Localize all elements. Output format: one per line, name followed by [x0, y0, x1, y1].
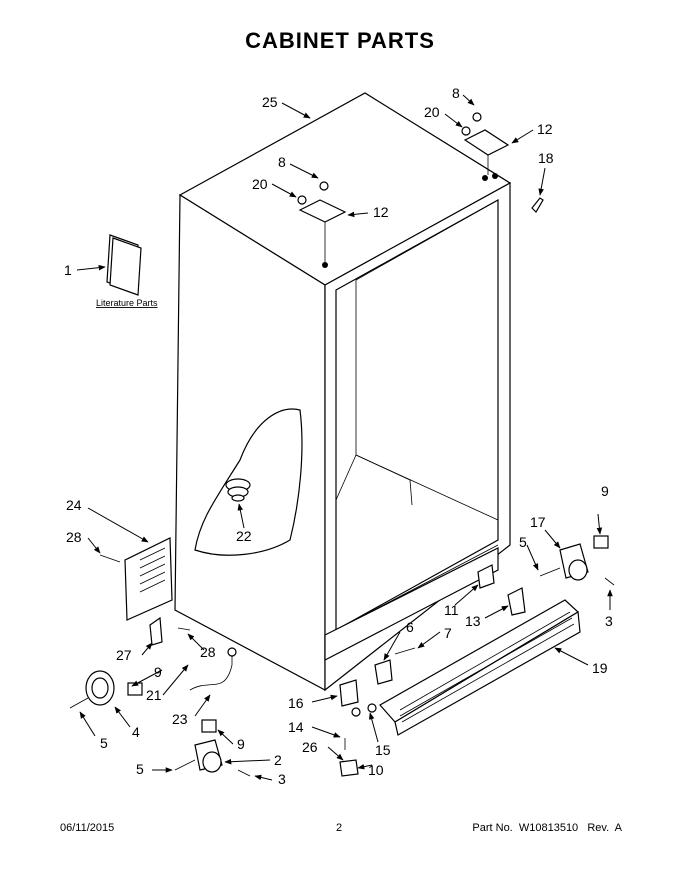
- callout-2: 2: [274, 752, 282, 768]
- screw-5: [69, 697, 89, 709]
- footer-part-number: Part No. W10813510 Rev. A: [472, 822, 622, 834]
- callout-18: 18: [538, 150, 554, 166]
- callout-11: 11: [444, 602, 459, 618]
- callout-5-right: 5: [519, 534, 527, 550]
- top-hinge-bracket: [297, 112, 510, 268]
- callout-13: 13: [465, 613, 481, 629]
- callout-16: 16: [288, 695, 304, 711]
- callout-26: 26: [302, 739, 318, 755]
- screw-7: [394, 647, 416, 655]
- screw-28b: [177, 627, 191, 631]
- callout-28-top: 28: [66, 529, 82, 545]
- left-bracket: [124, 537, 173, 621]
- callout-27: 27: [116, 647, 132, 663]
- callout-20-top: 20: [424, 104, 440, 120]
- screw-5b: [174, 759, 196, 771]
- leveler-10: [339, 759, 359, 777]
- screw-3a: [604, 577, 615, 586]
- callout-19: 19: [592, 660, 608, 676]
- fastener-15: [367, 703, 377, 713]
- callout-23: 23: [172, 711, 188, 727]
- callout-7: 7: [444, 625, 452, 641]
- callout-15: 15: [375, 742, 391, 758]
- callout-8-mid: 8: [278, 154, 286, 170]
- callout-4: 4: [132, 724, 140, 740]
- cabinet: [174, 92, 512, 692]
- callout-14: 14: [288, 719, 304, 735]
- bracket-6: [374, 659, 393, 685]
- bracket-16: [339, 679, 359, 707]
- leader-lines: [76, 94, 613, 781]
- callout-1: 1: [64, 262, 72, 278]
- callout-20-mid: 20: [252, 176, 268, 192]
- callout-9-low: 9: [237, 736, 245, 752]
- bracket-11: [477, 564, 495, 589]
- callout-25: 25: [262, 94, 278, 110]
- fastener-15b: [351, 707, 361, 717]
- callout-5-low: 5: [136, 761, 144, 777]
- callout-12-mid: 12: [373, 204, 389, 220]
- callout-10: 10: [368, 762, 384, 778]
- pad-9b: [201, 719, 217, 733]
- callout-22: 22: [236, 528, 252, 544]
- callout-6: 6: [406, 619, 414, 635]
- hinge-27: [149, 616, 163, 646]
- literature-book: [106, 234, 142, 296]
- callout-3-low: 3: [278, 771, 286, 787]
- callout-28-low: 28: [200, 644, 216, 660]
- drain-grommet: [225, 478, 251, 502]
- bracket-13: [507, 587, 526, 616]
- pad-9c: [593, 535, 609, 549]
- roller-wheel: [85, 670, 115, 706]
- base-grille: [379, 599, 581, 736]
- roller-assembly-left: [194, 739, 223, 773]
- screw-5c: [539, 567, 561, 577]
- screw-28: [99, 554, 121, 563]
- callout-3-right: 3: [605, 613, 613, 629]
- roller-assembly-right: [559, 543, 589, 581]
- stop-pin: [531, 197, 544, 213]
- screw-3b: [237, 769, 251, 777]
- callout-8-top: 8: [452, 85, 460, 101]
- callout-24: 24: [66, 497, 82, 513]
- footer-page-number: 2: [336, 822, 343, 834]
- footer-date: 06/11/2015: [60, 822, 115, 834]
- callout-5-left: 5: [100, 735, 108, 751]
- callout-17: 17: [530, 514, 546, 530]
- water-tube: [189, 655, 233, 691]
- callout-9-right: 9: [601, 483, 609, 499]
- callout-12-top: 12: [537, 121, 553, 137]
- literature-parts-label: Literature Parts: [96, 298, 158, 308]
- page-title: CABINET PARTS: [245, 28, 435, 53]
- callout-21: 21: [146, 687, 162, 703]
- callout-9-left: 9: [154, 664, 162, 680]
- tube-fitting: [227, 647, 237, 657]
